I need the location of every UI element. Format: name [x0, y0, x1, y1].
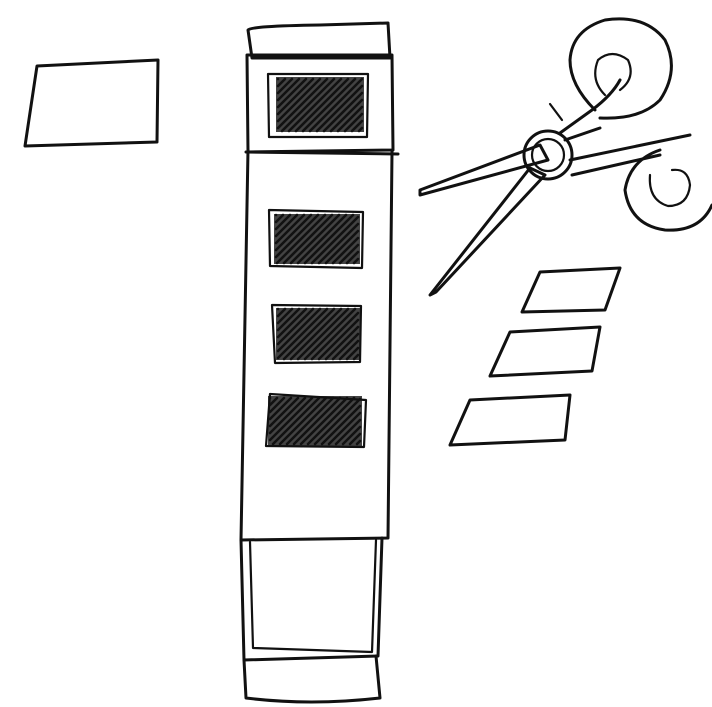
column-top-cap	[248, 23, 390, 58]
column-bottom-cap	[244, 656, 380, 702]
scissors-icon	[420, 19, 712, 295]
header-divider	[246, 152, 398, 154]
cut-piece-2	[490, 327, 600, 376]
column-footer-section	[241, 538, 382, 660]
cut-piece-3	[450, 395, 570, 445]
filled-slot-1	[268, 74, 368, 137]
cut-piece-1	[522, 268, 620, 312]
loose-rectangle	[25, 60, 158, 146]
